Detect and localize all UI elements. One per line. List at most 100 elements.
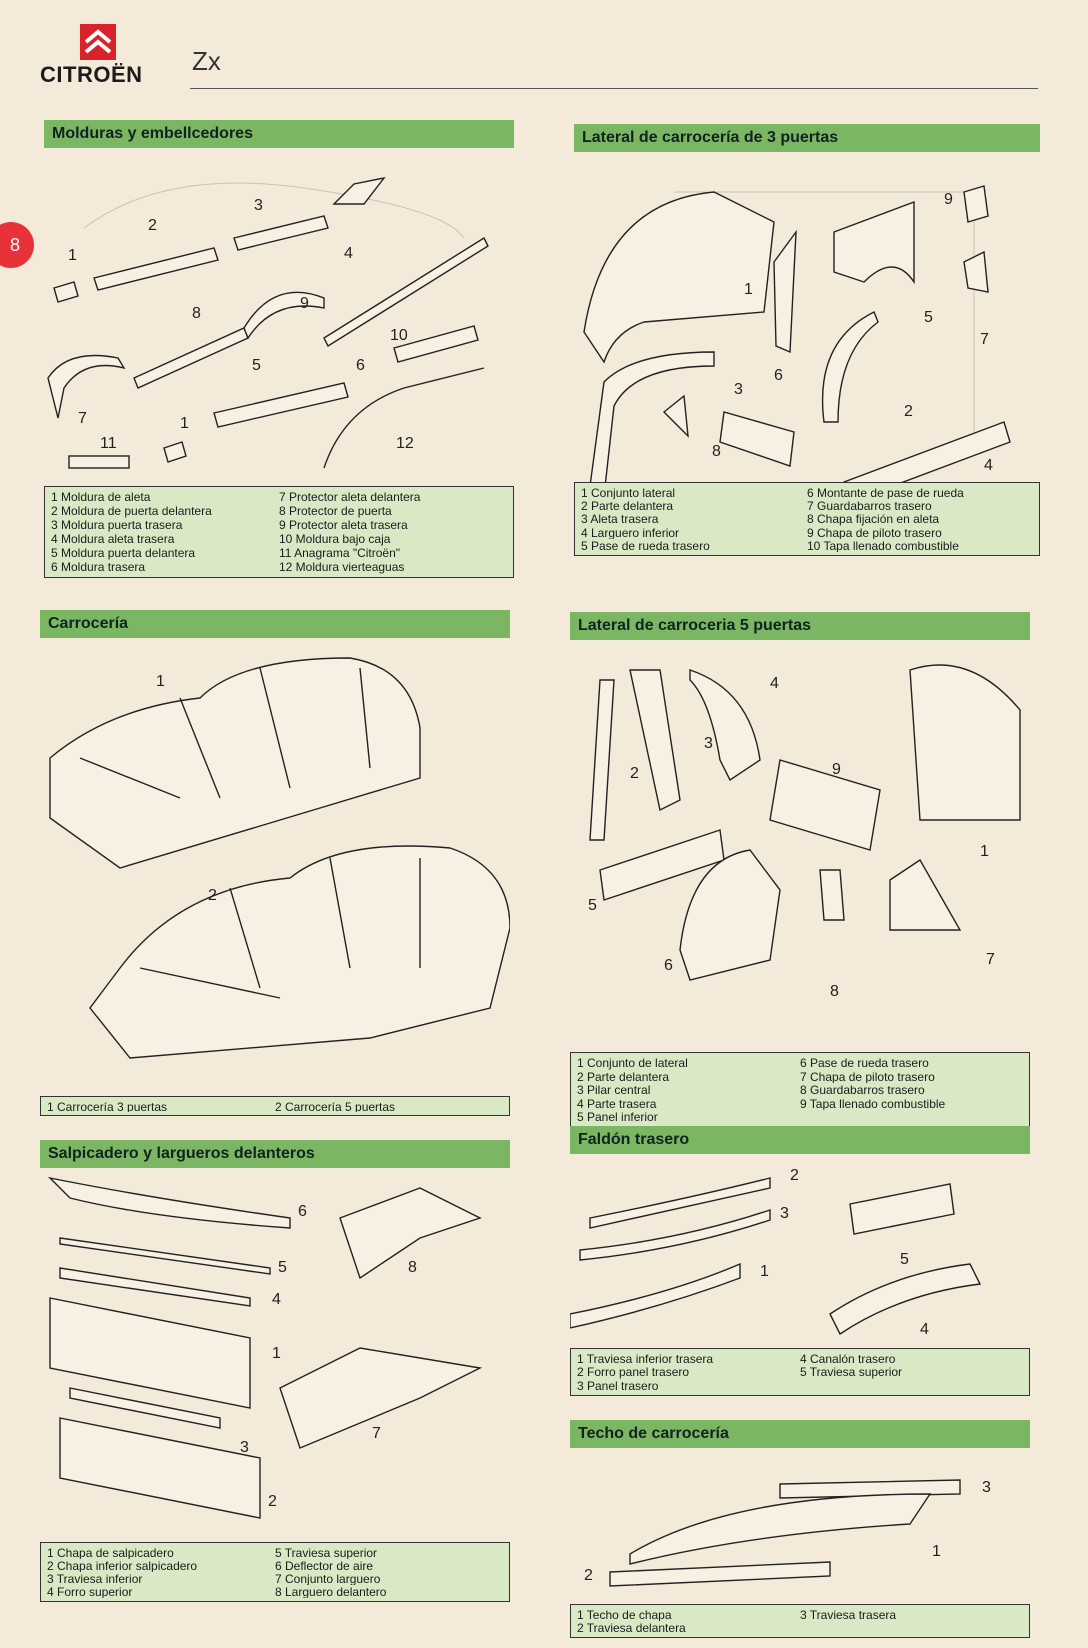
part-3 [579,1209,771,1261]
section-title: Faldón trasero [570,1126,1030,1154]
part-8 [819,869,845,921]
svg-text:8: 8 [408,1259,417,1276]
svg-text:6: 6 [356,357,365,374]
citroen-logo: CITROËN [40,24,150,88]
part-2 [821,311,879,423]
svg-text:7: 7 [372,1425,381,1442]
part-9 [963,185,989,223]
part-4 [689,669,761,782]
part-6 [47,1176,291,1229]
svg-text:5: 5 [252,357,261,374]
svg-text:4: 4 [984,457,993,474]
part-9 [769,759,881,851]
part-2 [589,1177,771,1229]
part-8 [133,327,249,389]
svg-text:6: 6 [298,1203,307,1220]
part-1 [583,191,775,364]
part-7 [279,1347,483,1449]
svg-text:6: 6 [664,957,673,974]
part-8 [339,1187,482,1280]
section-title: Carrocería [40,610,510,638]
part-2 [93,247,219,291]
svg-text:3: 3 [734,381,743,398]
brand-name: CITROËN [40,62,143,87]
part-7 [47,354,126,419]
svg-text:7: 7 [986,951,995,968]
parts-drawing: 4 3 2 9 1 5 6 8 7 [570,640,1030,1052]
part-7 [963,250,989,293]
svg-text:2: 2 [148,217,157,234]
part-5 [833,200,915,285]
part-4 [843,421,1011,482]
part-4 [332,176,386,205]
svg-text:3: 3 [982,1479,991,1496]
svg-text:9: 9 [300,295,309,312]
section-molduras: Molduras y embellcedores 1 2 3 [44,120,514,578]
part-9 [243,291,325,340]
svg-text:4: 4 [770,675,779,692]
part-1 [49,1297,251,1409]
section-title: Salpicadero y largueros delanteros [40,1140,510,1168]
svg-text:2: 2 [630,765,639,782]
svg-text:7: 7 [78,410,87,427]
part-3 [69,1387,221,1429]
chevron-logo-icon [80,24,116,60]
parts-drawing: 2 3 1 5 4 [570,1154,1030,1348]
part-6 [393,325,479,363]
part-6 [679,849,781,981]
section-title: Molduras y embellcedores [44,120,514,148]
part-2 [59,1417,261,1519]
svg-text:8: 8 [830,983,839,1000]
section-faldon-trasero: Faldón trasero 2 3 1 5 4 1 Traviesa infe… [570,1126,1030,1396]
part-3 [233,215,329,251]
part-5 [213,382,349,428]
svg-text:1: 1 [156,673,165,690]
svg-text:1: 1 [760,1263,769,1280]
svg-text:3: 3 [704,735,713,752]
part-1 [570,1262,741,1329]
part-5 [59,1237,271,1275]
section-lateral-5-puertas: Lateral de carroceria 5 puertas 4 3 2 9 … [570,612,1030,1128]
svg-text:5: 5 [588,897,597,914]
parts-drawing: 9 1 6 5 7 3 2 8 10 4 [574,152,1040,482]
body-3-doors [49,657,421,869]
parts-drawing: 3 1 2 [570,1448,1030,1604]
part-1 [53,281,79,303]
svg-text:1: 1 [272,1345,281,1362]
part-6 [773,229,797,354]
part-4 [829,1263,982,1336]
part-11 [68,455,130,469]
svg-text:1: 1 [744,281,753,298]
part-10 [323,236,489,348]
part-3 [629,669,681,812]
svg-text:4: 4 [272,1291,281,1308]
section-salpicadero: Salpicadero y largueros delanteros 6 8 5… [40,1140,510,1602]
svg-text:9: 9 [832,761,841,778]
header-rule [190,88,1038,89]
svg-text:10: 10 [390,327,408,344]
part-12 [323,367,485,469]
part-1 [629,1493,932,1565]
svg-text:8: 8 [192,305,201,322]
part-1 [909,664,1021,821]
svg-text:3: 3 [780,1205,789,1222]
page-number-badge: 8 [0,222,34,268]
svg-text:11: 11 [100,435,117,452]
section-title: Lateral de carrocería de 3 puertas [574,124,1040,152]
part-1b [163,441,187,463]
part-8 [662,394,689,438]
svg-text:3: 3 [254,197,263,214]
svg-text:5: 5 [278,1259,287,1276]
body-5-doors [89,845,510,1059]
svg-text:2: 2 [268,1493,277,1510]
parts-drawing: 6 8 5 4 1 7 3 2 [40,1168,510,1542]
svg-text:2: 2 [208,887,217,904]
